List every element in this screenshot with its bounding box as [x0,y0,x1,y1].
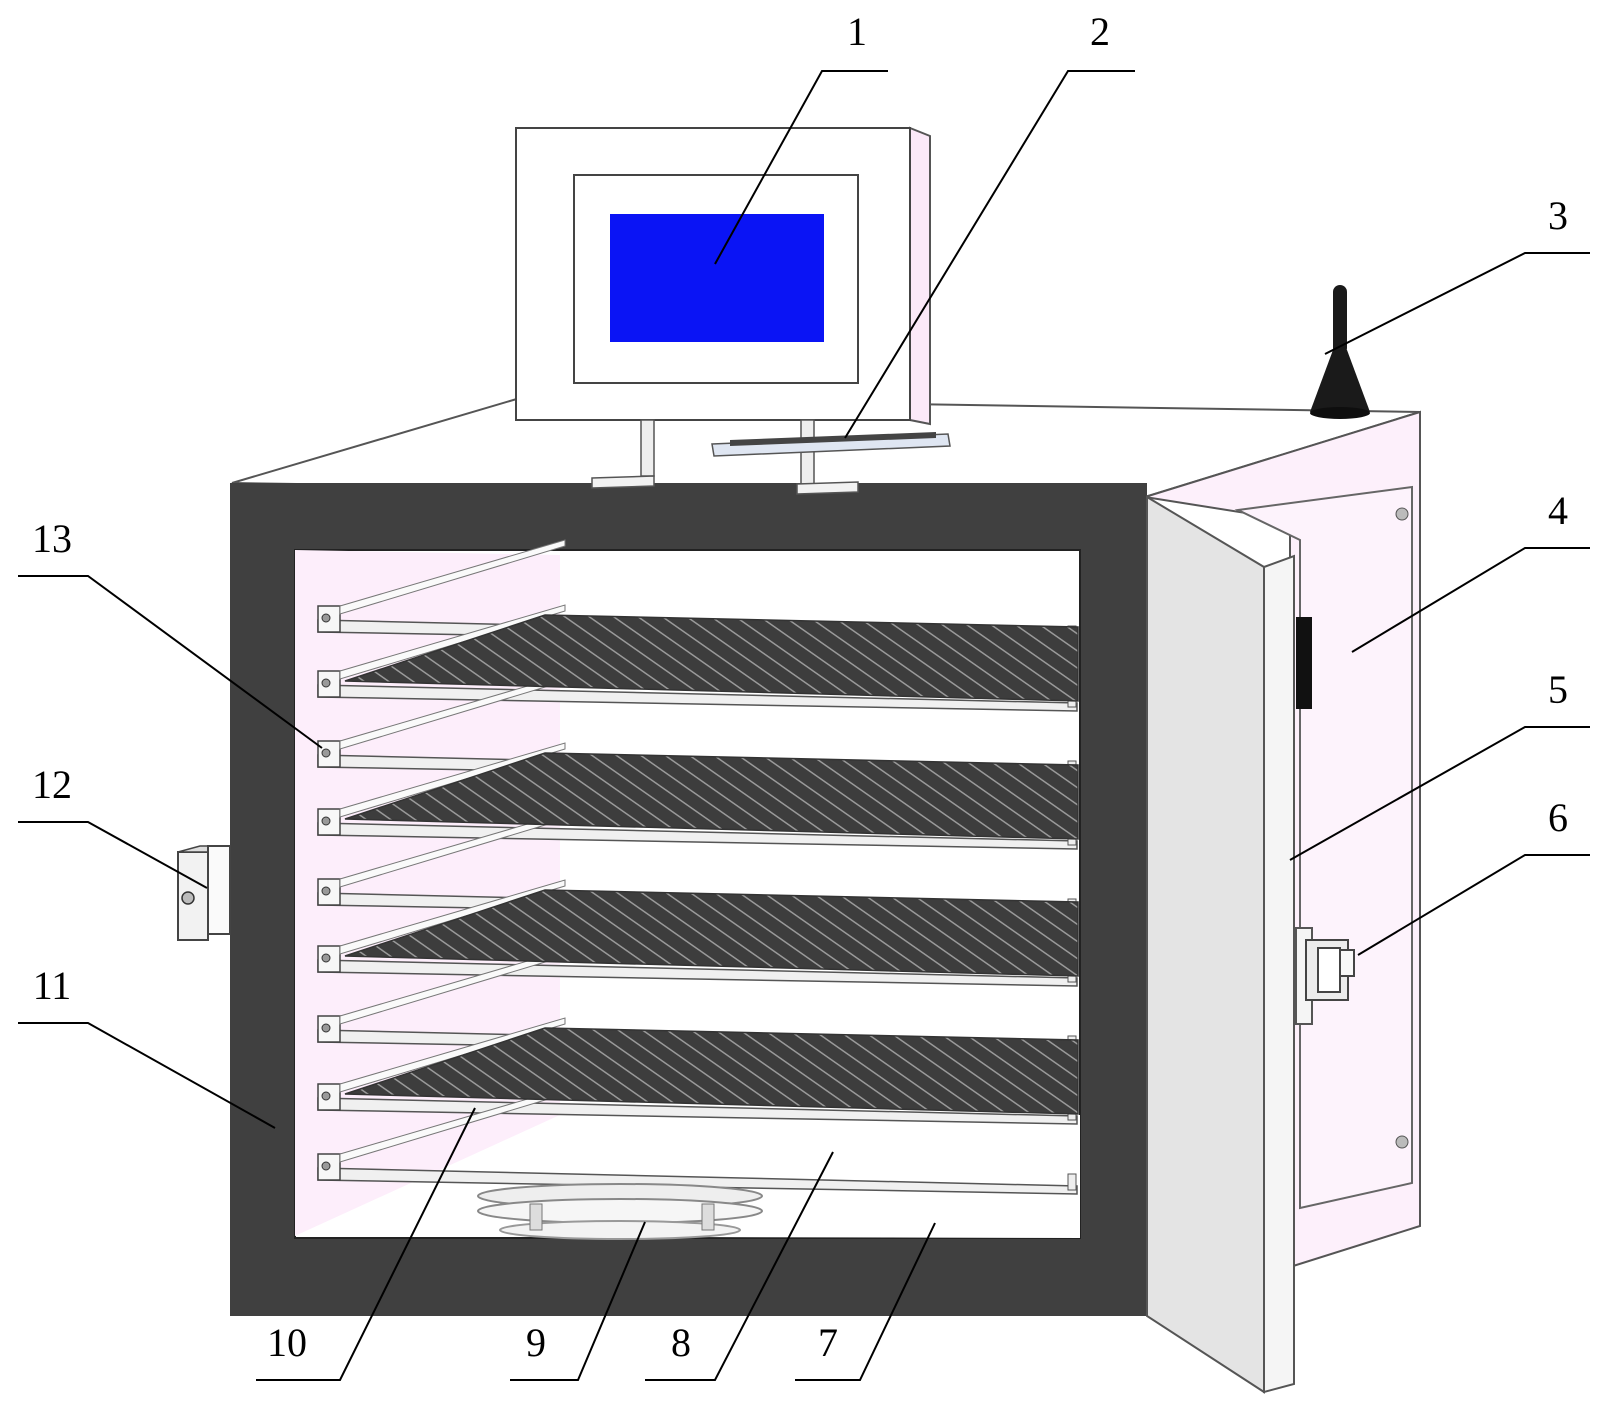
rail-bolt [321,678,331,688]
rail-runner [339,604,566,680]
fan-post-right [701,1203,715,1231]
panel-screw-bottom [1395,1135,1409,1149]
leader-line-8 [645,1151,834,1381]
rail-bolt [321,1023,331,1033]
callout-number-7: 7 [818,1320,838,1365]
rail-end-tab [1067,1173,1077,1191]
rail-runner [339,742,566,818]
leader-line-2 [844,70,1135,439]
circulation-fan [477,1183,763,1240]
board-components [730,432,936,446]
leader-line-1 [714,70,888,265]
callout-number-1: 1 [847,9,867,54]
stand-leg-left [640,419,655,477]
antenna [1310,285,1370,419]
fan-disc-bottom [499,1220,741,1240]
circuit-board [711,432,951,457]
callout-number-5: 5 [1548,667,1568,712]
callout-number-9: 9 [526,1320,546,1365]
antenna-base [1310,350,1370,412]
fan-post-left [529,1203,543,1231]
callout-number-8: 8 [671,1320,691,1365]
callout-number-10: 10 [267,1320,307,1365]
door-edge [1263,554,1295,1394]
rail-bolt [321,816,331,826]
mesh-tray [344,614,1079,702]
leader-line-11 [18,1022,276,1129]
rail-runner [339,539,566,615]
monitor-screen [610,214,824,342]
mesh-tray [344,1027,1079,1115]
callout-number-6: 6 [1548,795,1568,840]
door-inner-face [1146,495,1265,1394]
side-slot [1296,617,1312,709]
callout-number-13: 13 [32,516,72,561]
leader-line-12 [18,821,208,889]
display-monitor [515,126,931,495]
mesh-trays [344,614,1079,1115]
rail-runner [339,1017,566,1093]
leader-line-9 [510,1221,646,1381]
open-door [1146,495,1295,1394]
monitor-side [909,126,931,426]
panel-screw-top [1395,507,1409,521]
leader-line-13 [18,575,323,749]
rail-runner [339,879,566,955]
callout-leaders [18,70,1590,1381]
fan-disc-mid [477,1198,763,1224]
side-panel [1234,485,1413,1210]
stand-foot-left [591,475,655,489]
callout-number-2: 2 [1090,9,1110,54]
bracket-side [207,845,231,935]
mesh-tray [344,752,1079,840]
rail-bolt [321,613,331,623]
rail-bolt [321,748,331,758]
leader-line-10 [256,1107,476,1381]
stand-foot-right [796,481,859,495]
door-latch [1295,927,1355,1025]
callout-number-11: 11 [33,963,72,1008]
callout-number-4: 4 [1548,488,1568,533]
latch-hook [1339,949,1355,977]
mesh-tray [344,889,1079,977]
leader-line-3 [1324,252,1590,355]
leader-line-5 [1289,726,1590,861]
leader-line-4 [1351,547,1590,653]
callout-number-12: 12 [32,762,72,807]
side-bracket [177,845,231,941]
leader-line-6 [1357,854,1590,956]
latch-lever [1317,947,1341,993]
rail-bolt [321,886,331,896]
rail-bolt [321,1161,331,1171]
rail-bolt [321,953,331,963]
rail-bolt [321,1091,331,1101]
callout-number-3: 3 [1548,193,1568,238]
bracket-screw [181,891,195,905]
leader-line-7 [795,1222,936,1381]
antenna-foot [1310,407,1370,419]
antenna-rod [1333,285,1347,355]
